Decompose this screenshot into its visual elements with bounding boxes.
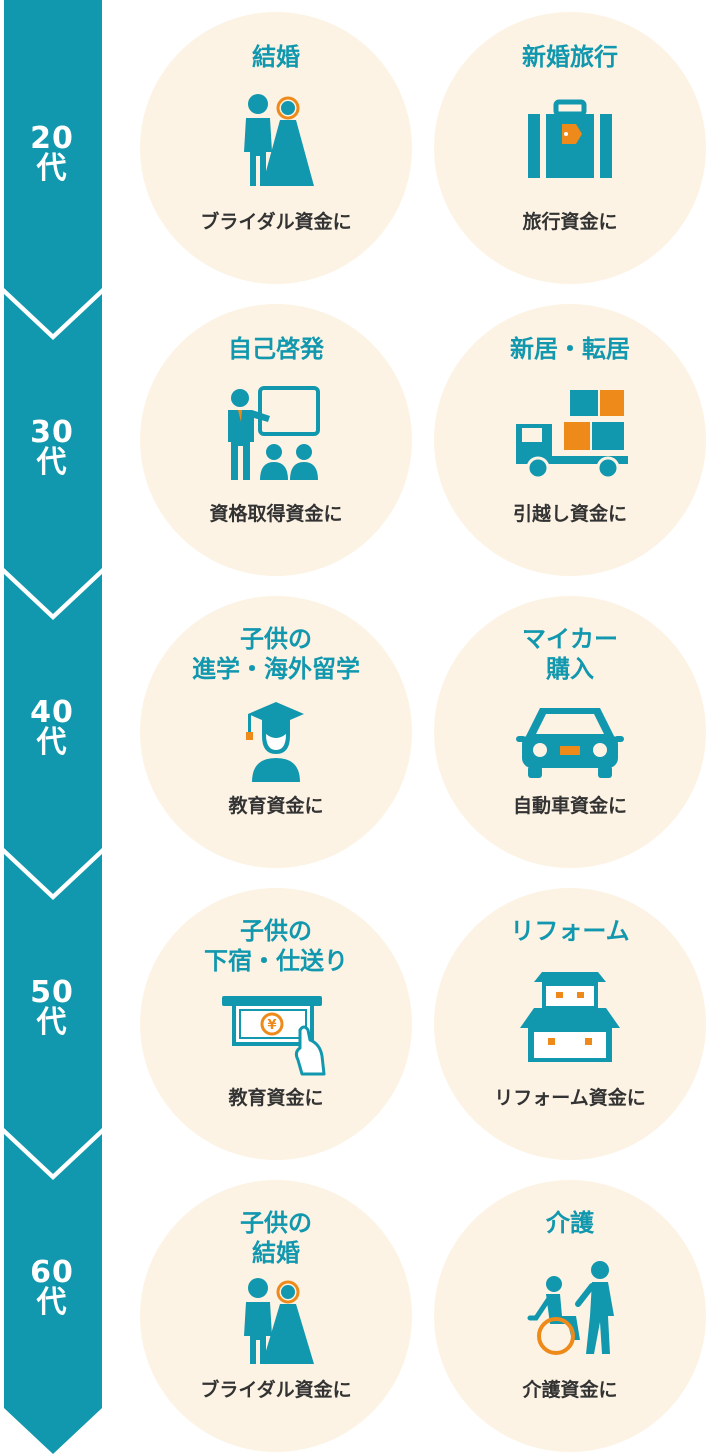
event-caption: 旅行資金に	[522, 211, 618, 233]
life-event-renovation: リフォーム リフォーム資金に	[434, 888, 706, 1160]
event-title: 介護	[546, 1209, 594, 1237]
life-event-moving: 新居・転居 引越し資金に	[434, 304, 706, 576]
wheelchair-care-icon	[527, 1261, 614, 1355]
timeline-segment-60	[4, 1134, 102, 1454]
event-title: リフォーム	[510, 917, 630, 945]
svg-text:¥: ¥	[267, 1018, 276, 1033]
event-caption: 自動車資金に	[512, 795, 627, 817]
life-event-education-abroad: 子供の 進学・海外留学 教育資金に	[140, 596, 412, 868]
age-label-60: 60 代	[30, 1255, 74, 1320]
life-event-wedding: 結婚 ブライダル資金に	[140, 12, 412, 284]
life-event-child-wedding: 子供の 結婚 ブライダル資金に	[140, 1180, 412, 1452]
event-title: 自己啓発	[228, 335, 324, 363]
event-caption: ブライダル資金に	[200, 1379, 352, 1401]
timeline-segment-30	[4, 294, 102, 614]
timeline-segment-50	[4, 854, 102, 1174]
event-caption: 引越し資金に	[512, 503, 627, 525]
seminar-icon	[228, 386, 320, 480]
suitcase-icon	[528, 99, 612, 178]
timeline-segment-20	[4, 0, 102, 334]
event-caption: 教育資金に	[228, 795, 324, 817]
age-label-50: 50 代	[30, 975, 74, 1040]
moving-truck-icon	[516, 390, 628, 480]
life-event-self-development: 自己啓発 資格取得資金に	[140, 304, 412, 576]
event-title: 新居・転居	[510, 335, 630, 363]
life-event-honeymoon: 新婚旅行 旅行資金に	[434, 12, 706, 284]
bride-groom-icon	[244, 1278, 314, 1364]
car-icon	[516, 708, 624, 778]
bride-groom-icon	[244, 94, 314, 186]
timeline-segment-40	[4, 574, 102, 894]
event-title: 結婚	[252, 43, 300, 71]
event-title: 子供の 進学・海外留学	[192, 625, 360, 683]
event-caption: リフォーム資金に	[494, 1087, 646, 1109]
event-caption: 教育資金に	[228, 1087, 324, 1109]
life-event-allowance: 子供の 下宿・仕送り ¥ 教育資金に	[140, 888, 412, 1160]
event-caption: 資格取得資金に	[209, 503, 343, 525]
life-event-car-purchase: マイカー 購入 自動車資金に	[434, 596, 706, 868]
graduate-icon	[246, 702, 304, 782]
event-caption: 介護資金に	[522, 1379, 618, 1401]
event-caption: ブライダル資金に	[200, 211, 352, 233]
life-event-nursing-care: 介護 介護資金に	[434, 1180, 706, 1452]
event-title: 子供の 下宿・仕送り	[204, 917, 348, 975]
house-icon	[520, 972, 620, 1062]
age-label-40: 40 代	[30, 695, 74, 760]
event-title: 子供の 結婚	[240, 1209, 312, 1267]
event-title: マイカー 購入	[522, 625, 618, 683]
event-title: 新婚旅行	[522, 43, 618, 71]
atm-money-icon: ¥	[222, 996, 326, 1076]
age-timeline	[4, 0, 102, 1454]
age-label-30: 30 代	[30, 415, 74, 480]
age-label-20: 20 代	[30, 121, 74, 186]
